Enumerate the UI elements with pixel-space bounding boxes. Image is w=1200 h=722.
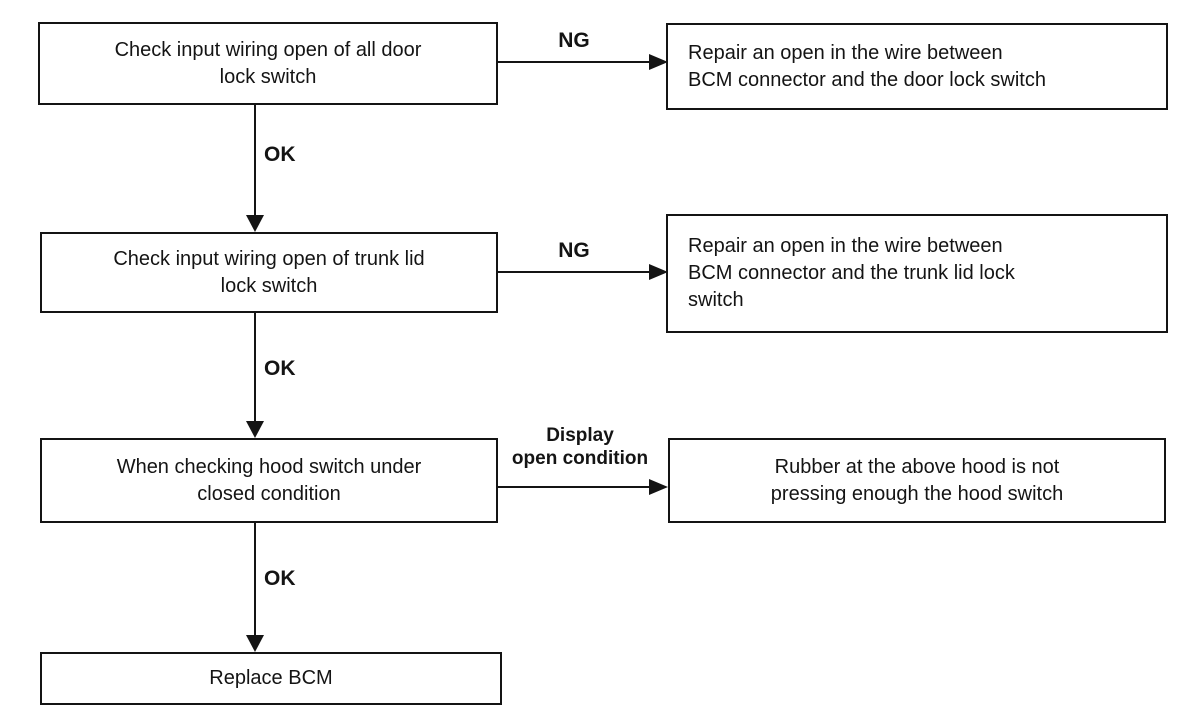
ok-arrow-trunk-arrowhead-icon [246, 421, 264, 438]
step-box-trunk-lid-check: Check input wiring open of trunk lid loc… [40, 232, 498, 313]
ok-label-trunk: OK [264, 357, 296, 380]
ok-arrow-trunk-line [254, 313, 256, 423]
ng-label-trunk: NG [558, 239, 590, 262]
ok-arrow-hood-arrowhead-icon [246, 635, 264, 652]
display-arrow-arrowhead-icon [649, 479, 668, 495]
step-box-hood-switch-check: When checking hood switch under closed c… [40, 438, 498, 523]
result-box-door-lock-repair: Repair an open in the wire between BCM c… [666, 23, 1168, 110]
ng-label-door: NG [558, 29, 590, 52]
result-box-hood-rubber: Rubber at the above hood is not pressing… [668, 438, 1166, 523]
ng-arrow-trunk-line [498, 271, 650, 273]
ng-arrow-trunk-arrowhead-icon [649, 264, 668, 280]
ok-label-hood: OK [264, 567, 296, 590]
step-box-door-lock-check: Check input wiring open of all door lock… [38, 22, 498, 105]
result-box-trunk-lid-repair: Repair an open in the wire between BCM c… [666, 214, 1168, 333]
step-box-hood-switch-check-text: When checking hood switch under closed c… [116, 455, 422, 505]
ok-arrow-door-arrowhead-icon [246, 215, 264, 232]
ok-arrow-door-line [254, 105, 256, 217]
result-box-trunk-lid-repair-text: Repair an open in the wire between BCM c… [688, 235, 1015, 311]
step-box-replace-bcm: Replace BCM [40, 652, 502, 705]
ng-arrow-door-line [498, 61, 650, 63]
display-condition-label: Display open condition [511, 425, 649, 469]
step-box-trunk-lid-check-text: Check input wiring open of trunk lid loc… [113, 247, 425, 297]
step-box-replace-bcm-text: Replace BCM [209, 667, 333, 689]
ok-label-door: OK [264, 143, 296, 166]
step-box-door-lock-check-text: Check input wiring open of all door lock… [114, 38, 422, 88]
ng-arrow-door-arrowhead-icon [649, 54, 668, 70]
ok-arrow-hood-line [254, 523, 256, 637]
result-box-hood-rubber-text: Rubber at the above hood is not pressing… [770, 455, 1064, 505]
result-box-door-lock-repair-text: Repair an open in the wire between BCM c… [688, 41, 1046, 91]
display-arrow-line [497, 486, 650, 488]
